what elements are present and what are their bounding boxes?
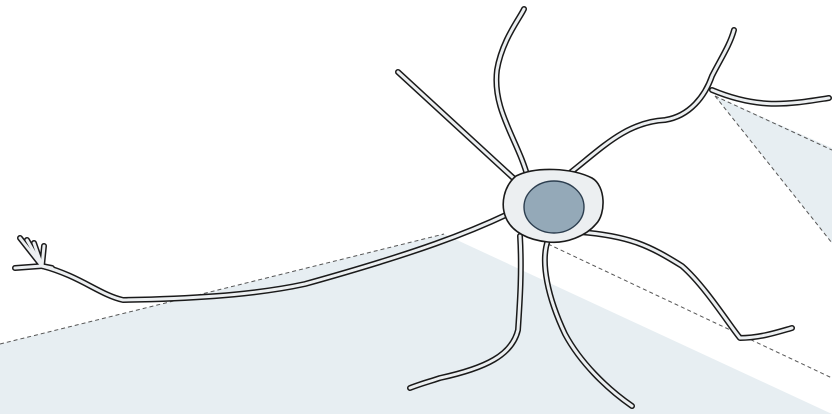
zoom-callouts (0, 96, 832, 414)
nucleus (524, 181, 584, 233)
dendrite-top (496, 9, 528, 178)
